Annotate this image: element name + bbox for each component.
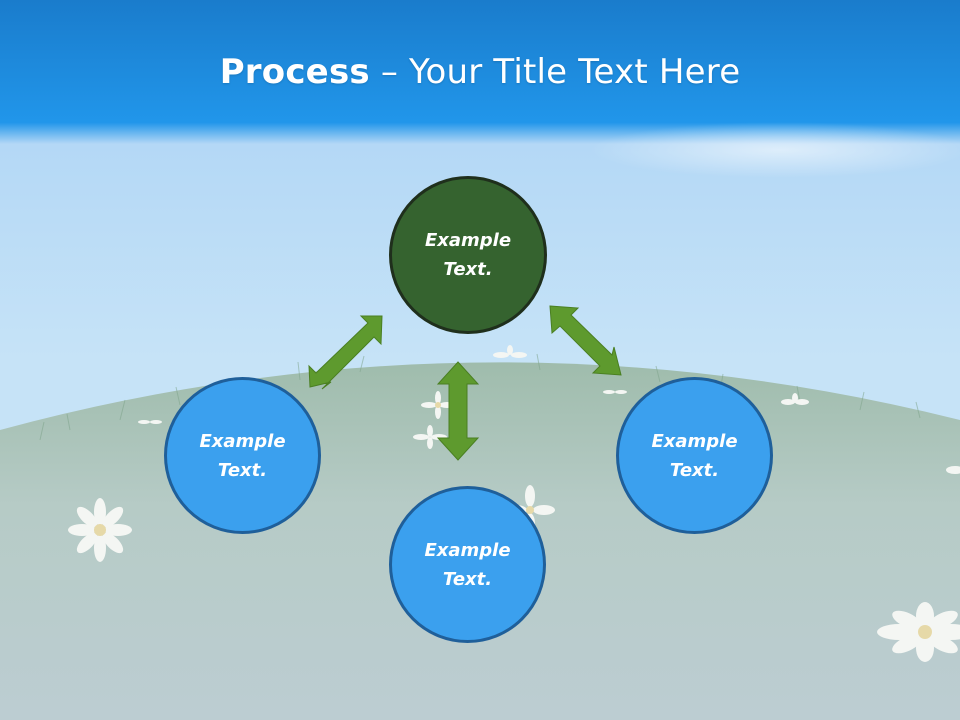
center-node: Example Text. — [389, 176, 547, 334]
slide-title: Process – Your Title Text Here — [220, 52, 741, 92]
center-node-text: Example Text. — [424, 230, 512, 280]
right-node-text: Example Text. — [651, 430, 738, 481]
title-rest-part: – Your Title Text Here — [369, 52, 741, 92]
arrow-center-left — [308, 315, 383, 390]
arrow-center-bottom — [436, 361, 480, 461]
title-bold-part: Process — [219, 52, 370, 92]
title-bar: Process – Your Title Text Here — [0, 0, 960, 150]
left-node-text: Example Text. — [199, 430, 286, 481]
right-node: Example Text. — [616, 377, 773, 534]
bottom-node-text: Example Text. — [424, 539, 511, 590]
left-node: Example Text. — [164, 377, 321, 534]
bottom-node: Example Text. — [389, 486, 546, 643]
arrow-center-right — [549, 305, 622, 376]
